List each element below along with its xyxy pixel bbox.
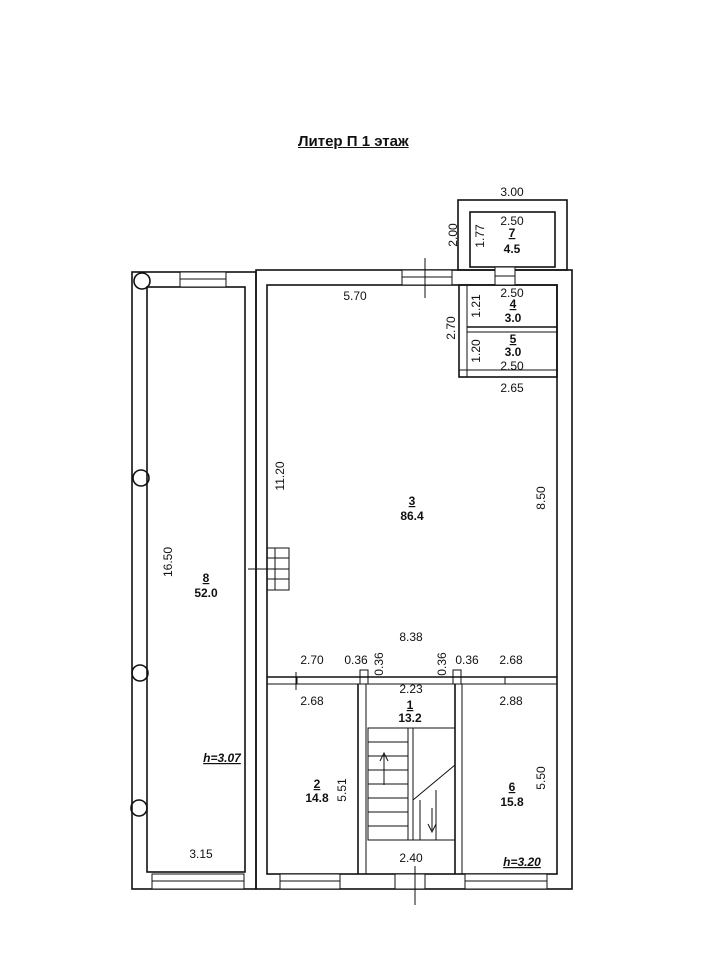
dim-8-50: 8.50 <box>534 486 548 510</box>
height-right: h=3.20 <box>503 855 541 869</box>
room-6-number: 6 <box>509 780 516 794</box>
door-post-right <box>452 669 462 685</box>
column-2 <box>132 469 150 487</box>
dim-3-00: 3.00 <box>500 185 524 199</box>
dim-0-36-b: 0.36 <box>372 652 386 676</box>
room-6-area: 15.8 <box>500 795 524 809</box>
dim-5-51: 5.51 <box>335 778 349 802</box>
room-3-number: 3 <box>409 494 416 508</box>
staircase <box>367 727 456 841</box>
dim-2-65: 2.65 <box>500 381 524 395</box>
room-1-area: 13.2 <box>398 711 422 725</box>
dim-16-50: 16.50 <box>161 547 175 577</box>
room-7-area: 4.5 <box>504 242 521 256</box>
dim-2-50-a: 2.50 <box>500 214 524 228</box>
column-1 <box>133 272 151 290</box>
height-left: h=3.07 <box>203 751 242 765</box>
wall-left-wing-inner <box>146 286 246 873</box>
room-5-number: 5 <box>510 332 517 346</box>
dim-1-77: 1.77 <box>473 224 487 248</box>
dim-8-38: 8.38 <box>399 630 423 644</box>
dimension-labels: 3.00 2.50 2.00 1.77 2.50 1.21 2.70 1.20 … <box>161 185 548 865</box>
room-8-area: 52.0 <box>194 586 218 600</box>
room-7-number: 7 <box>509 226 516 240</box>
dim-2-23: 2.23 <box>399 682 423 696</box>
dim-0-36-c: 0.36 <box>435 652 449 676</box>
dim-2-50-c: 2.50 <box>500 359 524 373</box>
column-4 <box>130 799 148 817</box>
windows <box>151 258 548 905</box>
column-3 <box>131 664 149 682</box>
room-1-number: 1 <box>407 698 414 712</box>
dim-1-20: 1.20 <box>469 339 483 363</box>
dim-2-68-b: 2.68 <box>300 694 324 708</box>
dim-11-20: 11.20 <box>273 461 287 490</box>
entry-steps <box>248 547 290 591</box>
room-3-area: 86.4 <box>400 509 424 523</box>
wall-main-outer <box>255 269 573 890</box>
room-2-number: 2 <box>314 777 321 791</box>
door-post-left <box>359 669 369 685</box>
walls <box>131 199 573 890</box>
dim-0-36-a: 0.36 <box>344 653 368 667</box>
dim-0-36-d: 0.36 <box>455 653 479 667</box>
dim-5-50: 5.50 <box>534 766 548 790</box>
dim-1-21: 1.21 <box>469 294 483 318</box>
room-8-number: 8 <box>203 571 210 585</box>
dim-2-50-b: 2.50 <box>500 286 524 300</box>
dim-2-88: 2.88 <box>499 694 523 708</box>
dim-2-70-h: 2.70 <box>300 653 324 667</box>
door-entry-bottom <box>394 873 426 890</box>
room-4-number: 4 <box>510 297 517 311</box>
room-labels: 7 4.5 4 3.0 5 3.0 3 86.4 8 52.0 1 13.2 2… <box>194 226 524 809</box>
dim-3-15: 3.15 <box>189 847 213 861</box>
wall-left-wing-outer <box>131 271 257 890</box>
columns <box>130 272 151 817</box>
plan-title: Литер П 1 этаж <box>298 133 409 150</box>
dimension-ticks <box>295 672 506 690</box>
room-5-area: 3.0 <box>505 345 522 359</box>
room-2-area: 14.8 <box>305 791 329 805</box>
room-4-area: 3.0 <box>505 311 522 325</box>
dim-2-70-v: 2.70 <box>444 316 458 340</box>
dim-2-40: 2.40 <box>399 851 423 865</box>
dim-2-00: 2.00 <box>446 223 460 247</box>
dim-2-68-a: 2.68 <box>499 653 523 667</box>
height-labels: h=3.07 h=3.20 <box>203 751 541 869</box>
dim-5-70: 5.70 <box>343 289 367 303</box>
